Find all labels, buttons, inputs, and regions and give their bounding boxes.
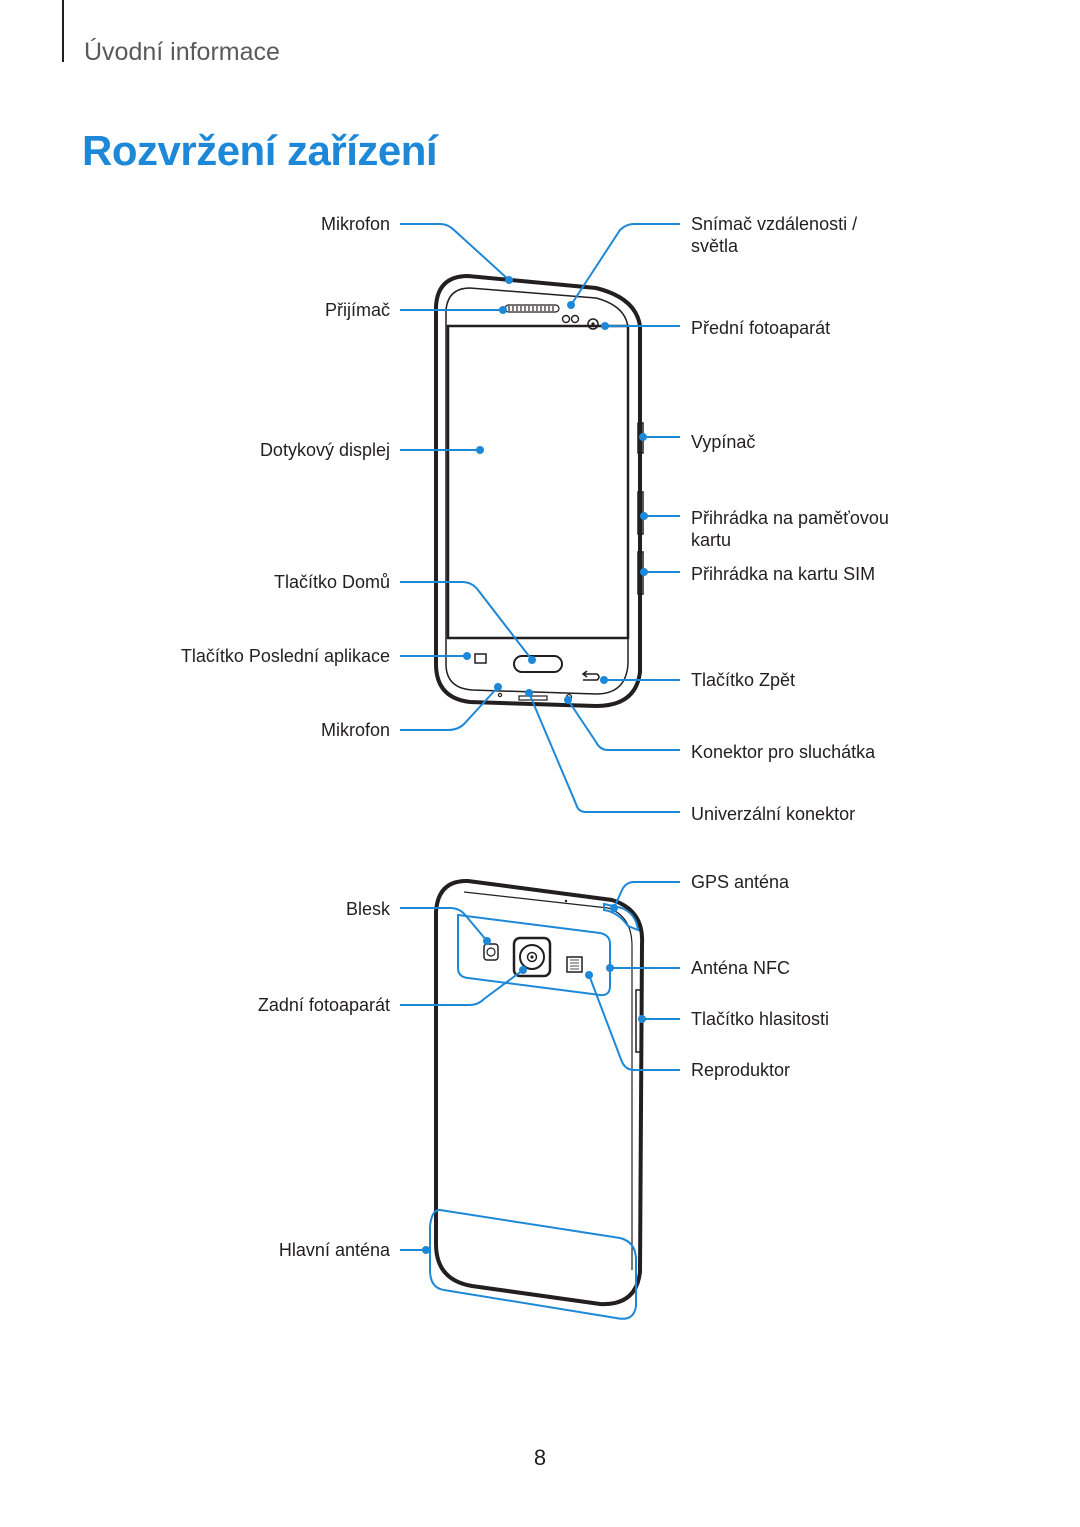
label-memory-card-tray-line1: Přihrádka na paměťovou [691, 508, 889, 528]
label-rear-camera: Zadní fotoaparát [257, 995, 390, 1015]
back-inner-edge [463, 891, 633, 1270]
label-memory-card-tray-line2: kartu [691, 530, 732, 550]
front-camera-lens [587, 318, 599, 330]
gps-antenna-area [603, 902, 640, 932]
antenna-outlines [429, 902, 640, 1320]
label-home-button: Tlačítko Domů [273, 572, 390, 592]
page-title: Rozvržení zařízení [82, 127, 438, 174]
main-antenna-outline [429, 1208, 637, 1320]
label-proximity-sensor-line1: Snímač vzdálenosti / [691, 214, 858, 234]
back-icon [581, 670, 600, 681]
flash-shape [483, 943, 499, 961]
label-main-antenna: Hlavní anténa [278, 1240, 390, 1260]
label-receiver: Přijímač [324, 300, 390, 320]
nfc-antenna-outline [457, 913, 611, 997]
label-power-key: Vypínač [691, 432, 756, 452]
label-sim-tray: Přihrádka na kartu SIM [691, 564, 876, 584]
proximity-sensor [561, 314, 580, 324]
front-body-outline [434, 273, 642, 709]
section-title: Úvodní informace [84, 38, 280, 66]
label-flash: Blesk [345, 899, 390, 919]
rear-camera-lens [519, 944, 545, 970]
home-button-shape [513, 655, 563, 673]
label-front-camera: Přední fotoaparát [691, 318, 831, 338]
receiver-grille [504, 304, 560, 313]
speaker-grille [566, 956, 583, 973]
label-touchscreen: Dotykový displej [259, 440, 390, 460]
label-gps-antenna: GPS anténa [691, 872, 790, 892]
label-multipurpose-jack: Univerzální konektor [691, 804, 856, 824]
front-bezel [445, 287, 629, 695]
callout-dots [422, 276, 648, 1254]
back-device [434, 878, 645, 1307]
callout-lines [400, 223, 680, 1251]
recent-apps-icon [474, 653, 487, 664]
label-nfc-antenna: Anténa NFC [691, 958, 791, 978]
label-back-button: Tlačítko Zpět [691, 670, 796, 690]
back-body-outline [434, 878, 645, 1307]
rear-camera-housing [512, 936, 552, 978]
label-speaker: Reproduktor [691, 1060, 791, 1080]
label-microphone-top: Mikrofon [320, 214, 390, 234]
touchscreen-panel [446, 324, 630, 640]
section-rule [62, 0, 64, 62]
front-device [434, 273, 644, 709]
label-headset-jack: Konektor pro sluchátka [691, 742, 876, 762]
label-volume-key: Tlačítko hlasitosti [691, 1009, 830, 1029]
label-proximity-sensor-line2: světla [691, 236, 739, 256]
page-number: 8 [533, 1445, 547, 1470]
label-microphone-bottom: Mikrofon [320, 720, 390, 740]
label-recent-apps-button: Tlačítko Poslední aplikace [180, 646, 390, 666]
